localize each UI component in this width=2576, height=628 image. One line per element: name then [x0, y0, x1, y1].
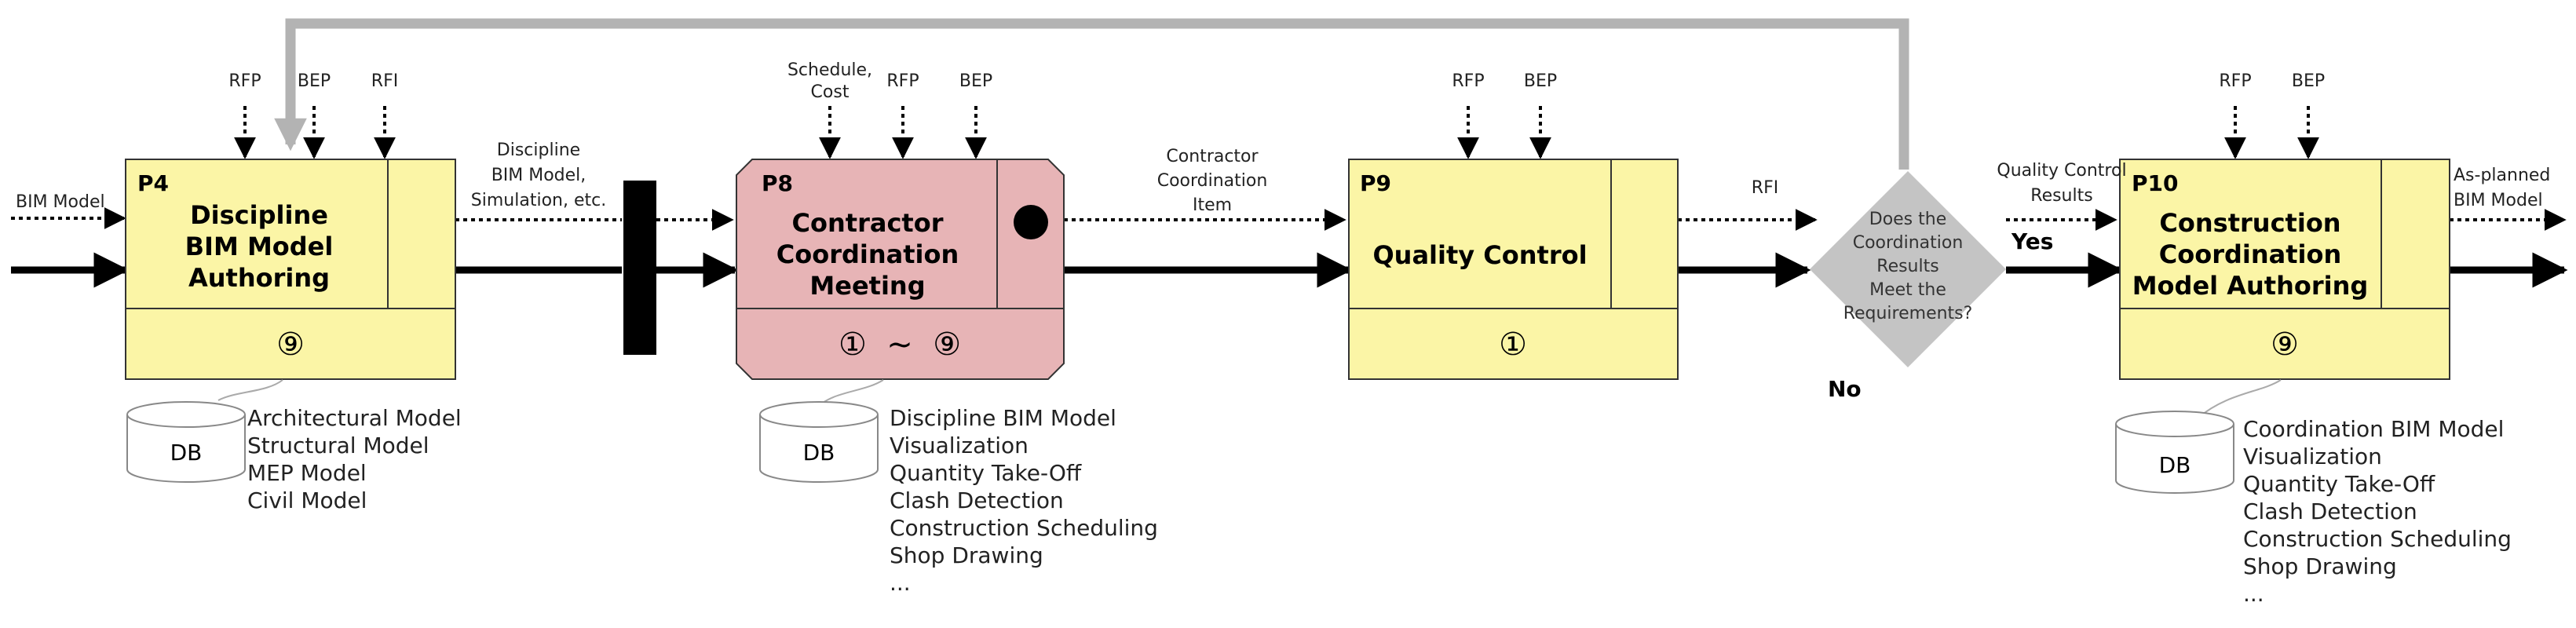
- p4-db-label: DB: [170, 440, 203, 466]
- process-box-p8: P8 Contractor Coordination Meeting ① ~ ⑨: [736, 159, 1065, 380]
- decision-p10-flow-label-line-1: Quality Control: [1997, 161, 2126, 181]
- input-labels: BIM Model RFP BEP RFI Schedule, Cost RFP…: [16, 60, 2325, 212]
- p10-bep-label: BEP: [2292, 71, 2325, 91]
- bim-model-input-label: BIM Model: [16, 192, 105, 212]
- info-flow-arrows: [11, 106, 2567, 231]
- feedback-loop-line: [274, 18, 1909, 170]
- p8-db-items: Discipline BIM Model Visualization Quant…: [890, 405, 1158, 596]
- db-cylinder-p10: DB: [2115, 411, 2234, 494]
- p8-title-line-1: Contractor: [792, 208, 944, 238]
- p9-decision-flow-label: RFI: [1752, 178, 1778, 198]
- p8-p9-flow-label-line-3: Item: [1193, 195, 1232, 215]
- p9-title: Quality Control: [1372, 240, 1587, 270]
- p8-rfp-label: RFP: [886, 71, 919, 91]
- p10-db-item: Clash Detection: [2243, 498, 2417, 524]
- p8-db-item: Construction Scheduling: [890, 515, 1158, 541]
- p4-title-line-1: Discipline: [190, 200, 328, 230]
- p10-db-item: ...: [2243, 581, 2264, 607]
- p10-title-line-3: Model Authoring: [2132, 271, 2369, 301]
- p10-db-label: DB: [2159, 452, 2191, 478]
- decision-no-label: No: [1828, 376, 1862, 402]
- p10-title-line-2: Coordination: [2159, 239, 2342, 269]
- p4-rfi-label: RFI: [371, 71, 398, 91]
- p4-rfp-label: RFP: [228, 71, 261, 91]
- db-connectors: [217, 379, 2282, 418]
- p8-db-item: Clash Detection: [890, 487, 1064, 513]
- p10-db-item: Construction Scheduling: [2243, 526, 2512, 552]
- sync-bar: [623, 181, 656, 355]
- p8-bep-label: BEP: [959, 71, 992, 91]
- db-cylinder-p4: DB: [126, 401, 246, 483]
- p8-db-item: Discipline BIM Model: [890, 405, 1116, 431]
- p8-schedule-label-line-1: Schedule,: [787, 60, 872, 80]
- output-label-line-2: BIM Model: [2454, 191, 2543, 210]
- p10-number: ⑨: [2271, 327, 2299, 363]
- p4-code: P4: [137, 170, 169, 196]
- p10-title-line-1: Construction: [2159, 208, 2340, 238]
- db-cylinder-p8: DB: [759, 401, 879, 483]
- p8-db-item: Visualization: [890, 433, 1029, 458]
- process-box-p9: P9 Quality Control ①: [1348, 159, 1679, 380]
- decision-yes-label: Yes: [2011, 228, 2053, 254]
- p8-db-label: DB: [803, 440, 835, 466]
- p9-number: ①: [1499, 327, 1527, 363]
- decision-text-line-2: Coordination: [1853, 233, 1964, 253]
- p4-db-item: MEP Model: [247, 460, 367, 486]
- decision-diamond: Does the Coordination Results Meet the R…: [1810, 171, 2006, 367]
- p4-title-line-2: BIM Model: [185, 232, 334, 261]
- p8-code: P8: [762, 170, 793, 196]
- p8-schedule-label-line-2: Cost: [811, 82, 850, 102]
- p8-title-line-3: Meeting: [809, 271, 925, 301]
- p4-p8-flow-label-line-2: BIM Model,: [491, 166, 586, 185]
- p8-number: ① ~ ⑨: [839, 327, 961, 363]
- p8-db-item: Quantity Take-Off: [890, 460, 1082, 486]
- decision-text-line-1: Does the: [1869, 210, 1947, 229]
- p4-bep-label: BEP: [298, 71, 331, 91]
- meeting-dot: [1014, 205, 1048, 239]
- decision-text-line-5: Requirements?: [1843, 304, 1973, 323]
- p4-db-item: Civil Model: [247, 487, 367, 513]
- p4-p8-flow-label-line-3: Simulation, etc.: [471, 191, 606, 210]
- p4-number: ⑨: [276, 327, 305, 363]
- p10-db-item: Shop Drawing: [2243, 553, 2397, 579]
- decision-text-line-3: Results: [1876, 257, 1938, 276]
- process-box-p4: P4 Discipline BIM Model Authoring ⑨: [125, 159, 456, 380]
- p9-rfp-label: RFP: [1452, 71, 1484, 91]
- p10-rfp-label: RFP: [2219, 71, 2251, 91]
- p8-db-item: ...: [890, 570, 911, 596]
- p10-code: P10: [2132, 170, 2179, 196]
- p8-db-item: Shop Drawing: [890, 542, 1043, 568]
- p4-db-item: Structural Model: [247, 433, 429, 458]
- p4-db-item: Architectural Model: [247, 405, 462, 431]
- p8-p9-flow-label-line-1: Contractor: [1166, 147, 1259, 166]
- p10-db-item: Quantity Take-Off: [2243, 471, 2435, 497]
- p4-title-line-3: Authoring: [188, 263, 330, 293]
- decision-text-line-4: Meet the: [1869, 280, 1946, 300]
- output-label-line-1: As-planned: [2454, 166, 2550, 185]
- p8-title-line-2: Coordination: [776, 239, 959, 269]
- p10-db-item: Coordination BIM Model: [2243, 416, 2504, 442]
- flow-labels: Discipline BIM Model, Simulation, etc. C…: [471, 141, 2551, 215]
- p4-p8-flow-label-line-1: Discipline: [497, 141, 580, 160]
- p8-p9-flow-label-line-2: Coordination: [1157, 171, 1268, 191]
- p4-db-items: Architectural Model Structural Model MEP…: [247, 405, 462, 513]
- decision-p10-flow-label-line-2: Results: [2030, 186, 2092, 206]
- p9-bep-label: BEP: [1524, 71, 1557, 91]
- p9-code: P9: [1360, 170, 1391, 196]
- p10-db-item: Visualization: [2243, 444, 2382, 469]
- p10-db-items: Coordination BIM Model Visualization Qua…: [2243, 416, 2512, 607]
- process-box-p10: P10 Construction Coordination Model Auth…: [2119, 159, 2450, 380]
